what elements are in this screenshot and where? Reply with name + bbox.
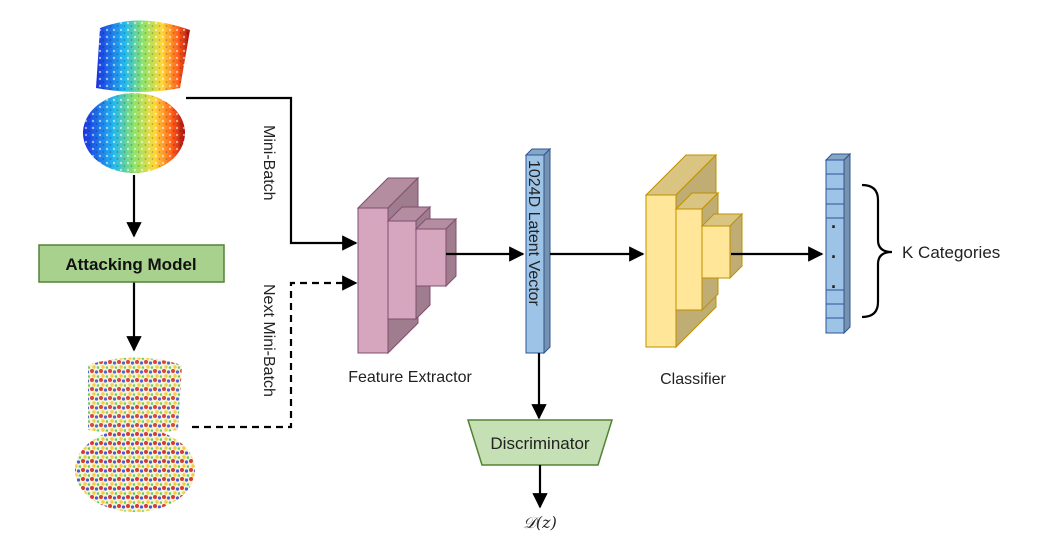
discriminator-output-label: 𝒟(z) <box>523 513 557 532</box>
output-vector-cell <box>825 188 845 205</box>
output-vector-cell <box>825 303 845 319</box>
mini-batch-arrow <box>186 96 358 251</box>
perturbed-point-cloud-icon <box>75 357 195 512</box>
attacking-model-box: Attacking Model <box>38 244 225 283</box>
output-vector-cell <box>825 203 845 219</box>
feature-extractor-label: Feature Extractor <box>348 369 472 386</box>
clean-point-cloud-icon <box>83 20 190 173</box>
attacking-model-rect <box>38 244 225 283</box>
classifier-block <box>644 153 744 349</box>
categories-label: K Categories <box>902 243 1000 262</box>
categories-brace <box>861 183 893 319</box>
output-ellipsis-1: · <box>831 217 837 237</box>
mini-batch-label: Mini-Batch <box>260 125 277 201</box>
discriminator-block: Discriminator <box>466 419 614 466</box>
output-vector-side <box>843 152 851 335</box>
output-vector-cell <box>825 159 845 175</box>
next-mini-batch-label: Next Mini-Batch <box>260 284 277 397</box>
classifier-layer-3 <box>700 212 744 280</box>
latent-vector-label: 1024D Latent Vector <box>525 160 542 307</box>
output-vector-cell <box>825 173 845 190</box>
output-ellipsis-2: · <box>831 247 837 267</box>
attacking-model-label: Attacking Model <box>65 255 196 274</box>
extractor-layer-3 <box>414 217 458 288</box>
output-vector <box>824 152 852 335</box>
classifier-label: Classifier <box>660 371 726 388</box>
latent-vector-bar: 1024D Latent Vector <box>524 147 552 355</box>
output-vector-cell <box>825 317 845 334</box>
output-ellipsis-3: · <box>831 277 837 297</box>
discriminator-label: Discriminator <box>490 434 590 453</box>
next-mini-batch-arrow <box>192 275 358 429</box>
feature-extractor-block <box>356 176 458 355</box>
